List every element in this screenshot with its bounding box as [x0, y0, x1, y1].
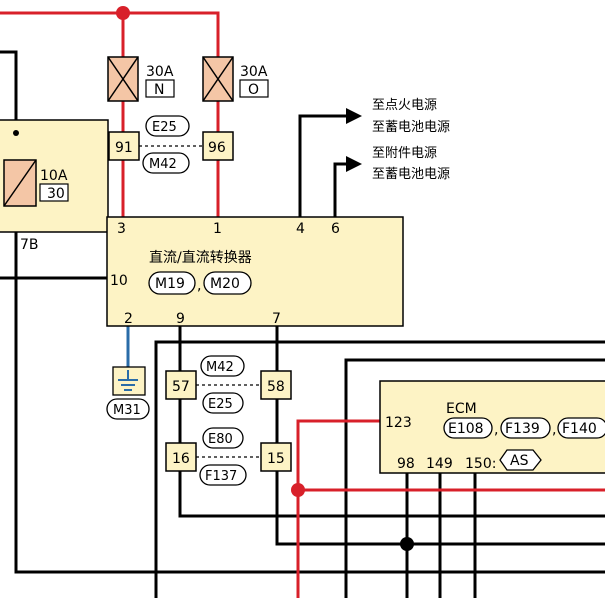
terminal-58-box: [260, 370, 292, 400]
connector-e80-label: E80: [208, 432, 233, 447]
dcdc-pin-3: 3: [117, 221, 126, 237]
dcdc-pin-6: 6: [331, 221, 340, 237]
fuse-30a-n-rating: 30A: [146, 64, 174, 80]
ecm-pin-149: 149: [426, 456, 453, 472]
dcdc-pin-7: 7: [272, 311, 281, 327]
fuse-10a-code: 30: [47, 186, 65, 202]
dcdc-pin-10: 10: [110, 273, 128, 289]
wire-frame-inner: [344, 358, 605, 598]
terminal-16-label: 16: [172, 451, 190, 467]
ecm-pin-98: 98: [397, 456, 415, 472]
terminal-15-label: 15: [267, 451, 285, 467]
connector-e25-mid-label: E25: [208, 397, 233, 412]
dcdc-converter-box: [106, 216, 404, 327]
dcdc-pin-9: 9: [176, 311, 185, 327]
connector-m20: [203, 271, 252, 295]
as-badge-label: AS: [510, 453, 529, 469]
terminal-57-box: [165, 370, 197, 400]
fuse-30a-o-symbol: [202, 56, 234, 102]
connector-e108-label: E108: [448, 421, 484, 437]
dcdc-title: 直流/直流转换器: [149, 249, 252, 266]
connector-m31: [106, 398, 150, 420]
wire-pin6: [333, 162, 348, 217]
connector-e108: [443, 417, 493, 439]
dcdc-pin-4: 4: [296, 221, 305, 237]
connector-f137-label: F137: [205, 469, 237, 484]
left-box-junction: [13, 130, 19, 136]
fuse-30a-n-code-box: [145, 79, 175, 98]
fuse-10a-rating: 10A: [40, 168, 68, 184]
connector-separator: ,: [197, 278, 201, 294]
fuse-30a-n-symbol: [107, 56, 139, 102]
fuse-30a-o-rating: 30A: [240, 64, 268, 80]
ecm-pin-150: 150:: [465, 456, 496, 472]
left-box-label: 7B: [20, 237, 39, 253]
connector-m20-label: M20: [210, 276, 240, 292]
junction-dot-black: [400, 537, 414, 551]
wire-pin4: [298, 114, 348, 217]
junction-dot-top: [116, 6, 130, 20]
fuse-30a-o-code: O: [248, 82, 259, 98]
fuse-30a-n-code: N: [154, 82, 164, 98]
connector-f137: [199, 464, 247, 486]
connector-m19-label: M19: [155, 276, 185, 292]
arrow-head-1: [346, 108, 362, 124]
destination-1-line1: 至点火电源: [372, 98, 437, 113]
as-badge-shape: [499, 449, 542, 471]
terminal-15-box: [260, 442, 292, 472]
terminal-57-label: 57: [172, 379, 190, 395]
connector-m31-label: M31: [113, 403, 141, 418]
connector-e25-top-label: E25: [152, 120, 177, 135]
destination-1-line2: 至蓄电池电源: [372, 120, 450, 135]
terminal-96-label: 96: [208, 140, 226, 156]
connector-m42-mid-label: M42: [206, 360, 234, 375]
connector-e80: [202, 427, 244, 449]
ecm-sep-2: ,: [552, 422, 556, 438]
connector-m19: [148, 271, 196, 295]
fuse-30a-o-code-box: [239, 79, 269, 98]
connector-e25-top: [145, 115, 190, 137]
connector-f140: [557, 417, 605, 439]
connector-f140-label: F140: [562, 421, 597, 437]
junction-dot-red: [291, 483, 305, 497]
ecm-pin-123: 123: [385, 415, 412, 431]
fuse-10a-code-box: [39, 183, 69, 202]
terminal-91-label: 91: [115, 140, 133, 156]
ecm-sep-1: ,: [494, 422, 498, 438]
wire-frame-outer: [154, 340, 605, 598]
connector-f139-label: F139: [505, 421, 540, 437]
wire-left-top: [0, 50, 605, 574]
ground-icon: [118, 370, 138, 391]
connector-f139: [500, 417, 551, 439]
terminal-58-label: 58: [267, 379, 285, 395]
destination-2-line1: 至附件电源: [372, 146, 437, 161]
ecm-title: ECM: [446, 401, 477, 417]
dcdc-pin-2: 2: [124, 311, 133, 327]
connector-m42-top-label: M42: [149, 157, 177, 172]
terminal-96-box: [202, 131, 234, 161]
arrow-head-2: [346, 156, 362, 172]
connector-m42-top: [142, 152, 190, 174]
wire-ecm-123: [296, 419, 383, 598]
connector-m42-mid: [200, 355, 245, 377]
destination-2-line2: 至蓄电池电源: [372, 167, 450, 182]
dcdc-pin-1: 1: [213, 221, 222, 237]
connector-e25-mid: [202, 392, 244, 414]
fuse-10a-symbol: [3, 159, 37, 207]
